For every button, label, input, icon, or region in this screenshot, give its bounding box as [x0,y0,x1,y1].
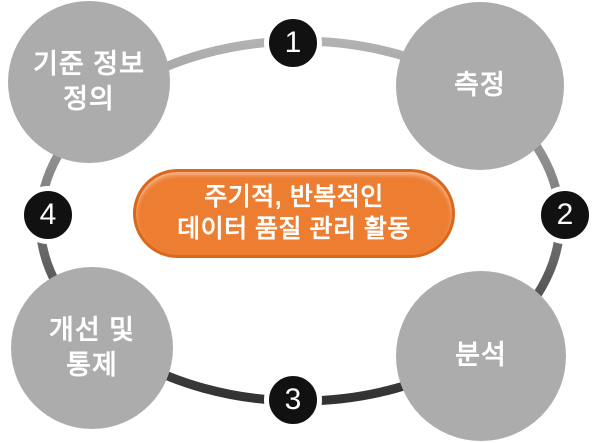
node-analyze-label: 분석 [455,340,507,371]
node-define-circle: 기준 정보 정의 [8,1,170,163]
node-define-label: 기준 정보 정의 [33,48,145,114]
step-badge-4: 4 [19,186,77,244]
node-improve-circle: 개선 및 통제 [11,267,173,429]
node-improve-label: 개선 및 통제 [48,314,136,380]
center-callout: 주기적, 반복적인 데이터 품질 관리 활동 [133,169,455,258]
step-badge-1-number: 1 [284,26,302,59]
step-badge-2-number: 2 [556,198,574,231]
node-measure-label: 측정 [454,70,506,101]
node-measure-circle: 측정 [396,2,564,170]
center-callout-line2: 데이터 품질 관리 활동 [177,214,411,243]
step-badge-3-number: 3 [284,383,302,416]
node-analyze-circle: 분석 [396,271,566,441]
step-badge-4-number: 4 [39,198,57,231]
step-badge-1: 1 [264,14,322,72]
step-badge-3: 3 [264,371,322,429]
step-badge-2: 2 [536,186,594,244]
center-callout-line1: 주기적, 반복적인 [204,183,384,212]
